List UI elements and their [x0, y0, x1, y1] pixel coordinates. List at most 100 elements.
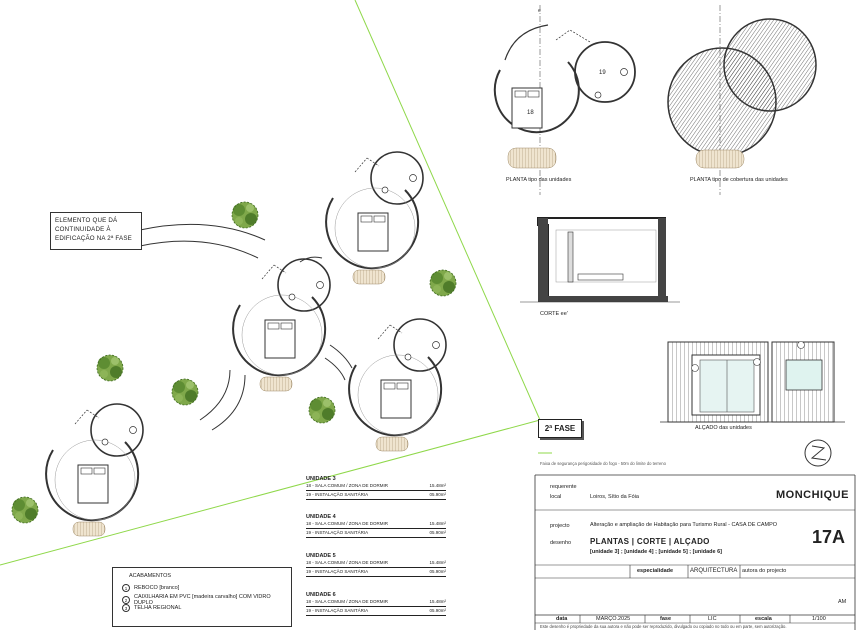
corridor-path: [299, 256, 323, 263]
unit-title: UNIDADE 3: [306, 476, 336, 482]
escala-value: 1/100: [812, 616, 826, 622]
legend-number: 1: [122, 584, 130, 592]
row-area: 05.90m²: [429, 530, 446, 535]
legend-item: 1 REBOCO [branco]: [122, 584, 179, 592]
legend-text: CAIXILHARIA EM PVC [madeira carvalho] CO…: [134, 594, 271, 606]
row-area: 15.48m²: [429, 599, 446, 604]
fire-safety-note: Faixa de segurança perigosidade do fogo …: [540, 461, 666, 466]
row-area: 15.48m²: [429, 483, 446, 488]
unit-row: 19 - INSTALAÇÃO SANITÁRIA 05.90m²: [306, 491, 446, 500]
unit-row: 19 - INSTALAÇÃO SANITÁRIA 05.90m²: [306, 568, 446, 577]
tree-symbol: [11, 496, 39, 524]
finishes-legend: ACABAMENTOS 1 REBOCO [branco] 2 CAIXILHA…: [112, 567, 292, 627]
unit-plan-4: [232, 258, 331, 392]
legend-text: TELHA REGIONAL: [134, 605, 182, 611]
north-arrow: [804, 439, 832, 467]
site-boundary-line: [0, 419, 541, 566]
corridor-path: [211, 374, 246, 431]
copyright-note: Este desenho é propriedade da sua autora…: [540, 624, 787, 629]
corridor-path: [139, 240, 259, 259]
row-desc: 18 - SALA COMUM / ZONA DE DORMIR: [306, 521, 389, 526]
tree-symbol: [308, 396, 336, 424]
row-area: 05.90m²: [429, 492, 446, 497]
data-label: data: [556, 616, 568, 622]
row-area: 15.48m²: [429, 560, 446, 565]
unit-area-table-4: UNIDADE 4 18 - SALA COMUM / ZONA DE DORM…: [306, 514, 446, 538]
row-area: 05.90m²: [429, 608, 446, 613]
corridor-path: [199, 369, 231, 421]
unit-title: UNIDADE 6: [306, 592, 336, 598]
projecto-value: Alteração e ampliação de Habitação para …: [590, 522, 778, 528]
unit-row: 19 - INSTALAÇÃO SANITÁRIA 05.90m²: [306, 607, 446, 616]
roof-plan: [667, 5, 817, 195]
note-line-3: EDIFICAÇÃO NA 2ª FASE: [55, 235, 132, 242]
row-desc: 19 - INSTALAÇÃO SANITÁRIA: [306, 569, 369, 574]
projecto-label: projecto: [550, 523, 570, 529]
row-desc: 18 - SALA COMUM / ZONA DE DORMIR: [306, 483, 389, 488]
unit-title: UNIDADE 4: [306, 514, 336, 520]
row-desc: 18 - SALA COMUM / ZONA DE DORMIR: [306, 599, 389, 604]
local-value: Loiros, Sítio da Fóia: [590, 494, 639, 500]
legend-item: 2 CAIXILHARIA EM PVC [madeira carvalho] …: [122, 594, 291, 606]
tree-symbol: [171, 378, 199, 406]
unit-row: 18 - SALA COMUM / ZONA DE DORMIR 15.48m²: [306, 520, 446, 529]
note-line-2: CONTINUIDADE À: [55, 226, 111, 233]
fase-label: fase: [660, 616, 672, 622]
room-label-19: 19: [599, 70, 606, 76]
unit-row: 18 - SALA COMUM / ZONA DE DORMIR 15.48m²: [306, 559, 446, 568]
unit-area-table-3: UNIDADE 3 18 - SALA COMUM / ZONA DE DORM…: [306, 476, 446, 500]
corridor-path: [329, 344, 353, 369]
legend-number: 3: [122, 604, 130, 612]
unit-area-table-6: UNIDADE 6 18 - SALA COMUM / ZONA DE DORM…: [306, 592, 446, 616]
caption-plan-units: PLANTA tipo das unidades: [506, 177, 572, 183]
phase-two-note: ELEMENTO QUE DÁ CONTINUIDADE À EDIFICAÇÃ…: [50, 212, 142, 250]
typical-unit-plan: e: [493, 5, 636, 195]
phase-badge: 2ª FASE: [538, 419, 582, 438]
row-desc: 19 - INSTALAÇÃO SANITÁRIA: [306, 492, 369, 497]
unit-row: 19 - INSTALAÇÃO SANITÁRIA 05.90m²: [306, 529, 446, 538]
corridor-path: [324, 357, 346, 381]
legend-text: REBOCO [branco]: [134, 585, 180, 591]
especialidade-value: ARQUITECTURA: [690, 568, 738, 574]
unit-row: 18 - SALA COMUM / ZONA DE DORMIR 15.48m²: [306, 482, 446, 491]
title-block-frame: [534, 474, 856, 630]
row-desc: 19 - INSTALAÇÃO SANITÁRIA: [306, 608, 369, 613]
data-value: MARÇO.2025: [596, 616, 631, 622]
drawing-subtitle: [unidade 3] ; [unidade 4] ; [unidade 5] …: [590, 549, 722, 555]
desenho-label: desenho: [550, 540, 572, 546]
requerente-label: requerente: [550, 484, 577, 490]
row-desc: 19 - INSTALAÇÃO SANITÁRIA: [306, 530, 369, 535]
caption-roof-plan: PLANTA tipo de cobertura das unidades: [690, 177, 788, 183]
note-line-1: ELEMENTO QUE DÁ: [55, 217, 118, 224]
legend-item: 3 TELHA REGIONAL: [122, 604, 181, 612]
legend-title: ACABAMENTOS: [129, 573, 172, 579]
local-label: local: [550, 494, 562, 500]
unit-row: 18 - SALA COMUM / ZONA DE DORMIR 15.48m²: [306, 598, 446, 607]
tree-symbol: [231, 201, 259, 229]
elevation-drawing: [660, 341, 845, 423]
caption-section: CORTE ee': [540, 311, 568, 317]
corridor-path: [139, 223, 266, 241]
escala-label: escala: [755, 616, 772, 622]
drawing-title: PLANTAS | CORTE | ALÇADO: [590, 537, 710, 546]
unit-plan-3: [325, 151, 424, 285]
row-desc: 18 - SALA COMUM / ZONA DE DORMIR: [306, 560, 389, 565]
municipality-name: MONCHIQUE: [776, 489, 849, 501]
row-area: 15.48m²: [429, 521, 446, 526]
sheet-number: 17A: [812, 527, 846, 547]
autora-label: autora do projecto: [742, 568, 787, 574]
unit-area-table-5: UNIDADE 5 18 - SALA COMUM / ZONA DE DORM…: [306, 553, 446, 577]
unit-title: UNIDADE 5: [306, 553, 336, 559]
tree-symbol: [96, 354, 124, 382]
room-label-18: 18: [527, 110, 534, 116]
fase-value: LIC: [708, 616, 717, 622]
tree-symbol: [429, 269, 457, 297]
legend-number: 2: [122, 596, 130, 604]
row-area: 05.90m²: [429, 569, 446, 574]
caption-elevation: ALÇADO das unidades: [695, 425, 752, 431]
site-boundary-line: [354, 0, 541, 421]
unit-plan-6: [45, 403, 144, 537]
author-initials: AM: [838, 599, 847, 605]
svg-text:e: e: [538, 8, 541, 14]
